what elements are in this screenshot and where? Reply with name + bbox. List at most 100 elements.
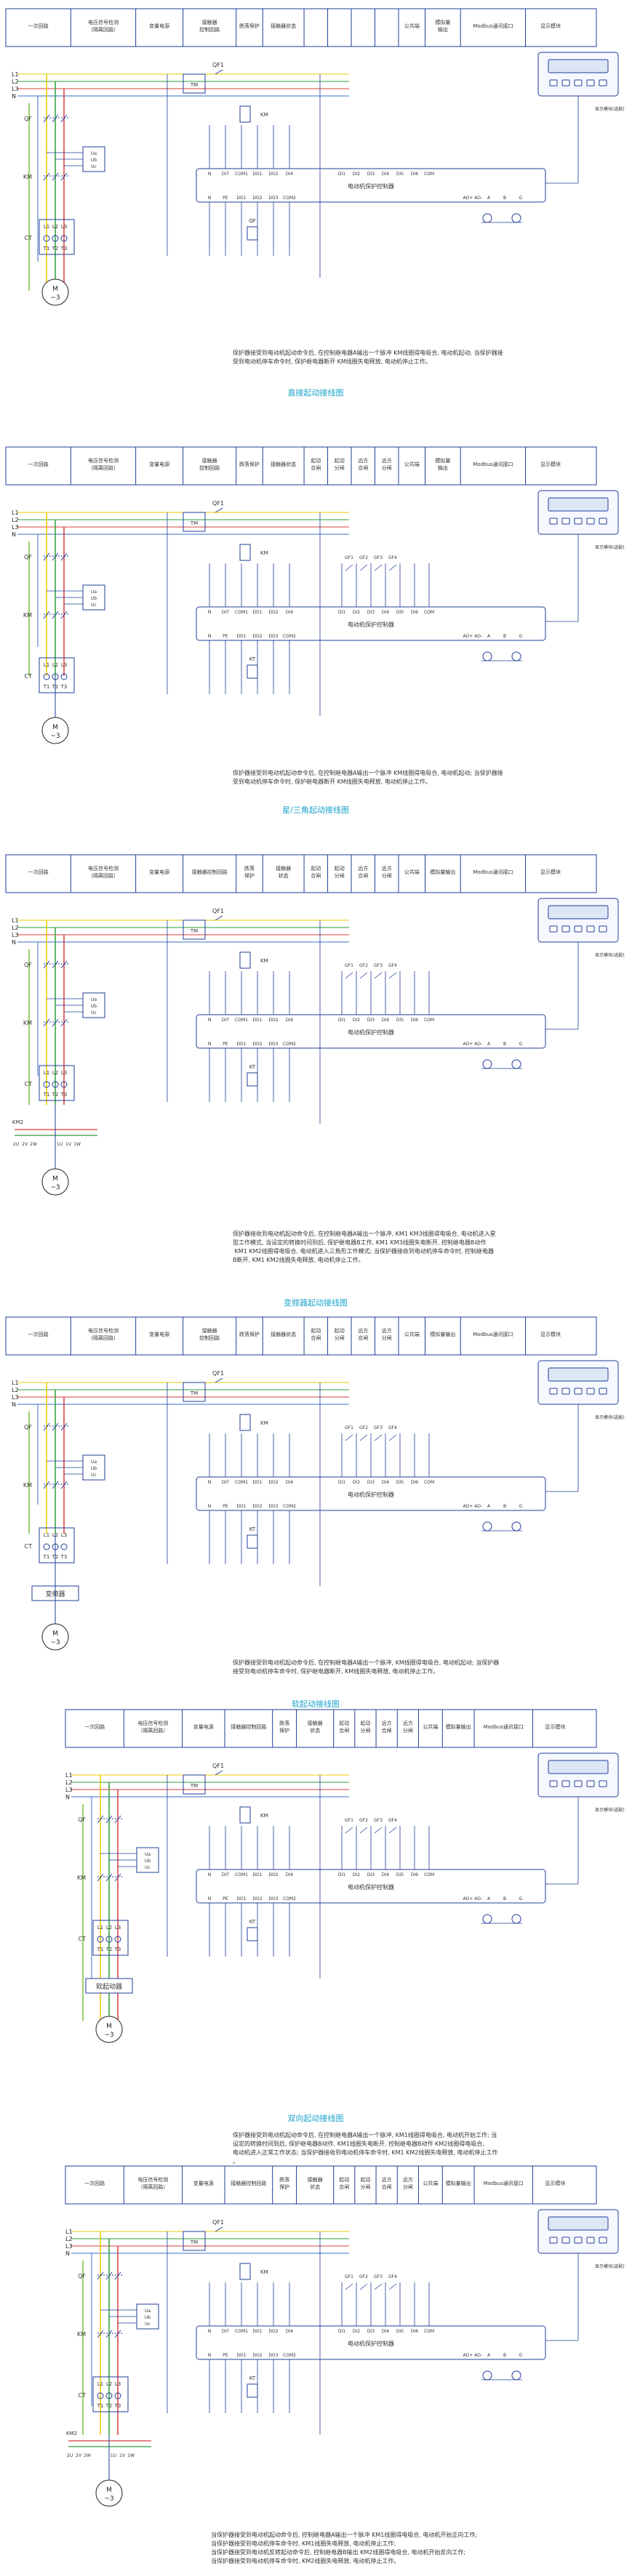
header-cell-line: 分闸 — [403, 1727, 413, 1734]
ct-input-l2: L2 — [52, 662, 58, 668]
diagram-6: 一次回路电压信号检测（隔离回路）变量电源接触器控制回路跌落保护接触器状态起动合闸… — [65, 2165, 625, 2564]
motor-m: M — [106, 2487, 112, 2494]
gf-switch — [359, 1434, 368, 1441]
voltage-input-ua: Ua — [91, 1460, 97, 1465]
header-cell: 模拟量输出 — [446, 1723, 471, 1730]
protector-terminal: G — [519, 1042, 523, 1047]
display-screen — [548, 2216, 609, 2231]
protector-terminal: A — [487, 634, 491, 639]
display-key — [599, 2237, 607, 2244]
section-title: 变频器起动接线图 — [284, 1297, 348, 1308]
ct-block — [39, 657, 75, 693]
header-cell: 跌落保护 — [244, 865, 255, 879]
header-cell: 电压信号检测（隔离回路） — [137, 1720, 168, 1734]
protector-terminal: DI1 — [338, 610, 345, 615]
ct-output-3: T3 — [60, 1092, 68, 1098]
ct-label: CT — [25, 1081, 33, 1087]
bus-label-n: N — [12, 531, 16, 538]
km-coil-label: KM — [260, 550, 268, 556]
protector-terminal: DI6 — [411, 1480, 418, 1485]
header-cell-line: 分闸 — [382, 464, 392, 471]
gf-label: GF4 — [388, 963, 397, 968]
header-cell: 跌落保护 — [279, 2176, 289, 2190]
header-cell-line: 输出 — [438, 26, 448, 33]
header-cell-line: 合闸 — [311, 872, 321, 879]
header-cell-line: 跌落 — [244, 865, 255, 872]
header-cell-line: 模拟量 — [435, 19, 450, 25]
display-module — [537, 1360, 619, 1405]
qf-switch — [52, 114, 59, 123]
header-cell: 起动合闸 — [311, 1327, 321, 1341]
protector-terminal: DO2 — [252, 1504, 262, 1509]
display-label: 显示模块(选配) — [595, 952, 625, 958]
ct-block — [39, 219, 75, 255]
display-key — [574, 1388, 583, 1395]
header-cell-line: 分闸 — [403, 2183, 413, 2190]
terminal-u2: 2U — [13, 1142, 19, 1147]
ct-coil — [52, 235, 59, 242]
protector-terminal: DO3 — [268, 1896, 278, 1901]
bus-label-l1: L1 — [65, 1772, 73, 1779]
motor-m: M — [52, 724, 58, 731]
protector-terminal: DI4 — [382, 172, 389, 177]
header-cell: 跌落保护 — [279, 1720, 289, 1734]
motor-phase: ~3 — [104, 2495, 113, 2503]
protector-terminal: DI2 — [353, 610, 360, 615]
display-module — [537, 2209, 619, 2254]
km-coil-label: KM — [260, 1813, 268, 1819]
kt-label: KT — [249, 656, 256, 662]
gf-switch — [359, 564, 368, 571]
ct-input-l3: L3 — [115, 1925, 121, 1931]
header-cell: 接触器状态 — [308, 2176, 323, 2190]
description-line: 保护器接受到电动机起动命令后, 在控制继电器A输出一个脉冲, KM1线圈得电吸合… — [233, 2131, 497, 2138]
motor-symbol — [41, 1168, 69, 1196]
ao-indicator — [482, 1914, 492, 1924]
header-cell: 起动分闸 — [335, 1327, 345, 1341]
protector-terminal: PE — [223, 1504, 228, 1509]
protector-terminal: G — [519, 1504, 523, 1509]
gf-label: GF3 — [374, 963, 383, 968]
ct-input-l3: L3 — [61, 1070, 67, 1076]
header-cell: 接触器控制回路 — [192, 869, 228, 875]
qf1-label: QF1 — [212, 2219, 224, 2226]
gf-switch — [345, 564, 353, 571]
gf-label: GF1 — [345, 555, 353, 560]
gf-switch — [388, 1827, 397, 1834]
gf-label: GF4 — [388, 1425, 397, 1430]
protector-terminal: A — [487, 1504, 491, 1509]
km-coil-label: KM — [260, 958, 268, 964]
protector-terminal: DI3 — [367, 610, 375, 615]
bus-label-l3: L3 — [12, 1394, 19, 1401]
ct-output-1: T1 — [43, 684, 50, 690]
header-cell-line: 接触器 — [308, 2176, 323, 2183]
km-contact — [60, 611, 68, 619]
header-cell-line: 远方 — [382, 865, 392, 872]
voltage-input-ua: Ua — [91, 997, 97, 1002]
kt-coil — [247, 1927, 258, 1941]
protector-terminal: DO3 — [268, 196, 278, 201]
gf-label: GF1 — [345, 1425, 353, 1430]
header-cell: 起动合闸 — [311, 865, 321, 879]
tm-label: TM — [190, 1783, 198, 1789]
ct-coil — [60, 235, 68, 242]
gf-switch — [374, 564, 383, 571]
terminal-v2: 2V — [76, 2453, 82, 2458]
header-cell: Modbus通讯接口 — [484, 1723, 524, 1730]
description-line: 接受到电动机停车命令时, 保护继电器断开, KM线圈失电释放, 电动机停止工作。 — [233, 1667, 439, 1675]
display-key — [586, 1780, 595, 1787]
header-cell-line: （隔离回路） — [88, 1335, 119, 1341]
protector-terminal: DO1 — [236, 2353, 246, 2358]
gf-switch — [388, 2283, 397, 2290]
header-cell: 起动分闸 — [360, 1720, 370, 1734]
header-cell-line: 远方 — [403, 2176, 413, 2183]
bus-label-l3: L3 — [12, 932, 19, 938]
protector-terminal: COM1 — [235, 172, 248, 177]
display-key — [599, 1780, 607, 1787]
display-key — [561, 518, 570, 525]
header-cell-line: 保护 — [279, 1727, 289, 1734]
km-contact — [114, 1873, 121, 1882]
terminal-v2: 2V — [22, 1142, 28, 1147]
header-cell-line: 接触器 — [202, 1327, 217, 1334]
header-cell: 接触器控制回路 — [231, 2180, 266, 2186]
description: 保护器接受到电动机起动命令后, 在控制继电器A输出一个脉冲 KM线圈得电吸合, … — [233, 349, 503, 365]
